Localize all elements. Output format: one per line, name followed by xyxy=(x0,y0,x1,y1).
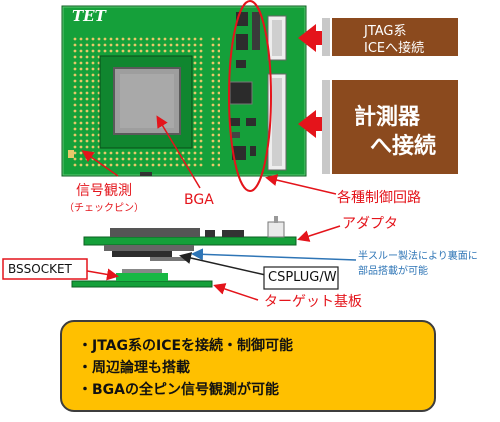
jtag-label-box xyxy=(332,18,458,56)
main-board xyxy=(61,5,307,177)
board-logo: TET xyxy=(72,7,106,25)
bga-label: BGA xyxy=(184,192,214,208)
measure-label-line1: 計測器 xyxy=(354,105,421,130)
signal-label: 信号観測 xyxy=(76,183,132,199)
measure-arrow xyxy=(298,110,322,138)
adapter-label: アダプタ xyxy=(342,216,398,232)
measure-label-line2: へ接続 xyxy=(370,134,437,159)
side-view-assembly xyxy=(71,216,297,288)
measure-label-box xyxy=(332,80,458,174)
signal-sublabel: （チェックピン） xyxy=(64,203,144,214)
via-note-line1: 半スルー製法により裏面に xyxy=(358,251,478,262)
csplug-label: CSPLUG/W xyxy=(268,270,337,285)
summary-box: ・JTAG系のICEを接続・制御可能 ・周辺論理も搭載 ・BGAの全ピン信号観測… xyxy=(60,320,436,412)
summary-item-bga: ・BGAの全ピン信号観測が可能 xyxy=(78,382,279,398)
control-label: 各種制御回路 xyxy=(337,190,421,206)
jtag-arrow xyxy=(298,24,322,52)
control-circuit-highlight xyxy=(228,0,272,192)
target-board-label: ターゲット基板 xyxy=(264,294,362,310)
bssocket-box xyxy=(2,258,88,280)
jtag-label-line1: JTAG系 xyxy=(364,24,407,39)
csplug-box xyxy=(263,266,339,290)
via-note-line2: 部品搭載が可能 xyxy=(358,266,428,277)
bssocket-label: BSSOCKET xyxy=(8,262,72,276)
summary-item-logic: ・周辺論理も搭載 xyxy=(78,360,190,376)
summary-item-jtag: ・JTAG系のICEを接続・制御可能 xyxy=(78,338,294,354)
jtag-label-line2: ICEへ接続 xyxy=(364,41,425,56)
